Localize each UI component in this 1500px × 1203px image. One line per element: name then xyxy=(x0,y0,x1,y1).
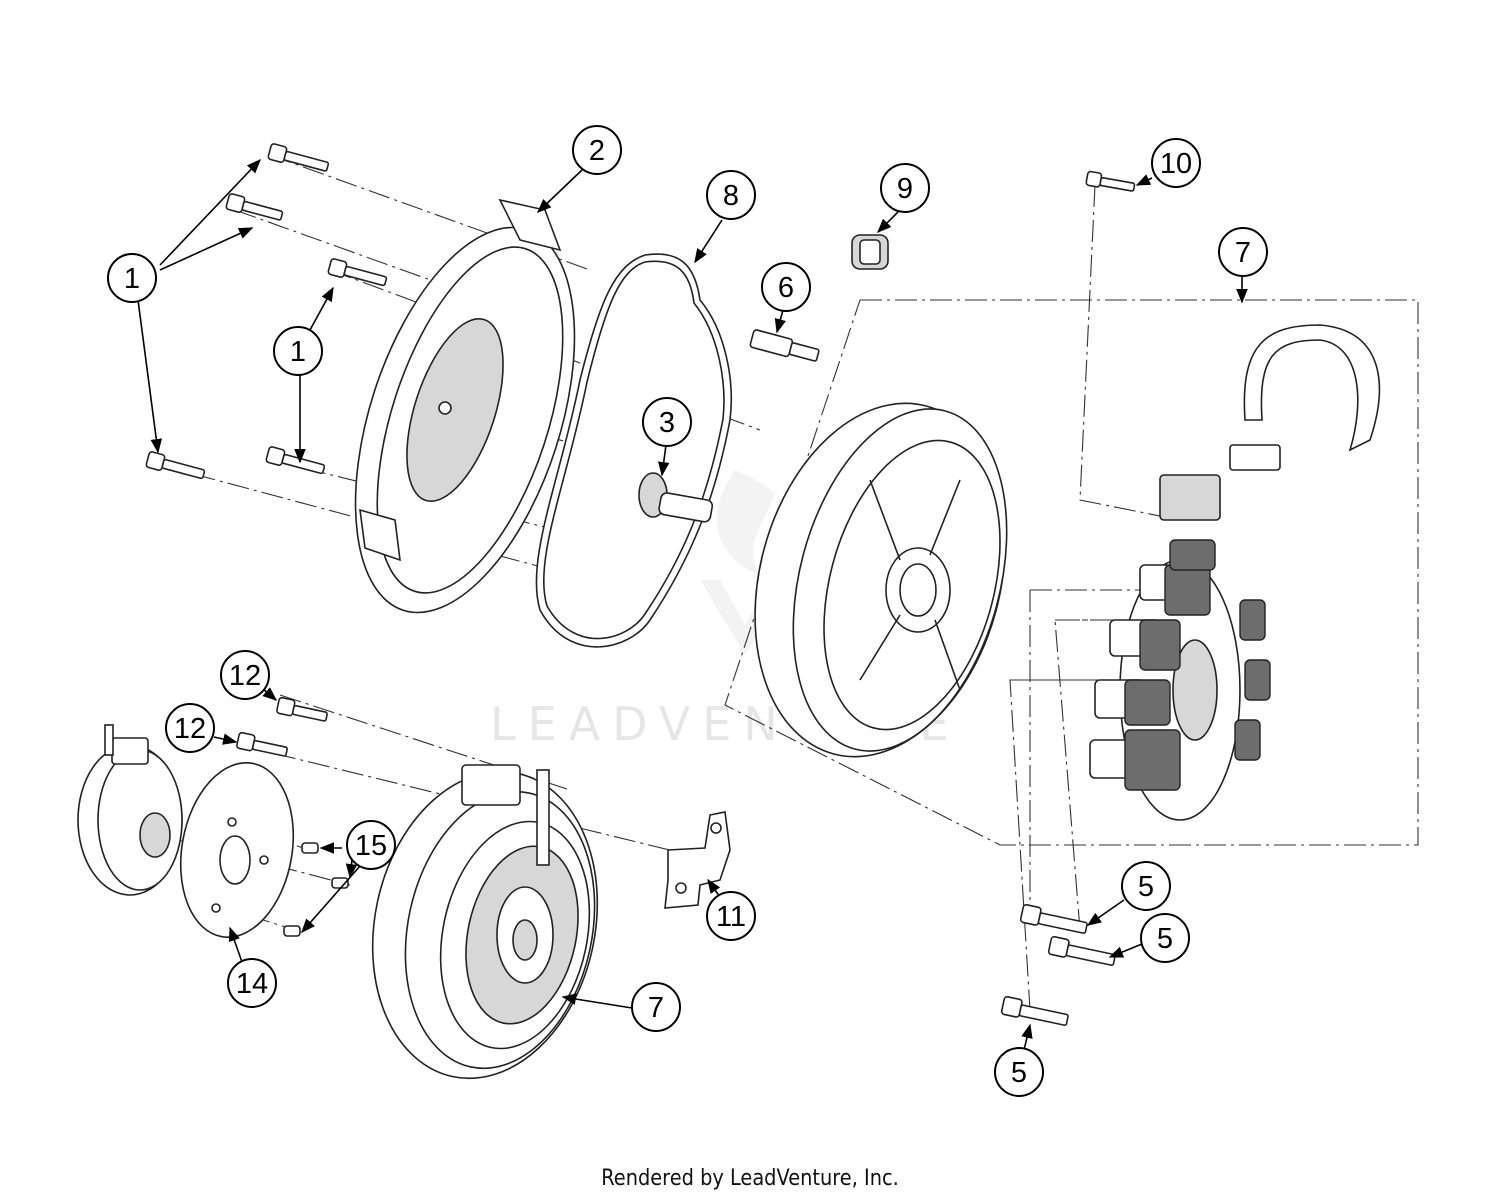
bolt-part-10 xyxy=(1085,170,1136,192)
footer-credit: Rendered by LeadVenture, Inc. xyxy=(601,1166,899,1191)
svg-text:6: 6 xyxy=(778,272,794,304)
callout-14: 14 xyxy=(227,958,277,1008)
svg-text:10: 10 xyxy=(1160,148,1192,180)
pin-part-3 xyxy=(638,472,714,523)
svg-text:12: 12 xyxy=(174,713,206,745)
callout-5a: 5 xyxy=(1121,861,1171,911)
bolt-part-5 xyxy=(1000,903,1116,1026)
callout-9: 9 xyxy=(880,163,930,213)
callout-1b: 1 xyxy=(273,326,323,376)
screw-part-15 xyxy=(283,842,349,937)
callout-6: 6 xyxy=(761,262,811,312)
svg-text:1: 1 xyxy=(290,336,306,368)
stator-cover-part-2 xyxy=(354,198,576,614)
svg-text:2: 2 xyxy=(589,135,605,167)
svg-text:7: 7 xyxy=(1235,237,1251,269)
pickup-assembly xyxy=(77,724,183,896)
bracket-part-11 xyxy=(664,811,731,909)
callout-12a: 12 xyxy=(220,650,270,700)
bolt-part-1 xyxy=(145,143,388,480)
svg-text:7: 7 xyxy=(648,992,664,1024)
svg-text:1: 1 xyxy=(124,263,140,295)
leader-lines xyxy=(137,158,1248,1051)
svg-text:5: 5 xyxy=(1011,1057,1027,1089)
stator-lower-part-7 xyxy=(371,764,599,1080)
clip-part-9 xyxy=(851,234,889,270)
svg-text:8: 8 xyxy=(723,180,739,212)
svg-text:14: 14 xyxy=(236,968,268,1000)
gasket-part-8 xyxy=(535,253,733,648)
stator-pole-blocks xyxy=(1089,539,1271,791)
callout-15: 15 xyxy=(346,820,396,870)
svg-text:9: 9 xyxy=(897,173,913,205)
callout-2: 2 xyxy=(572,125,622,175)
callout-1a: 1 xyxy=(107,253,157,303)
callout-11: 11 xyxy=(706,891,756,941)
svg-text:15: 15 xyxy=(355,830,387,862)
svg-text:12: 12 xyxy=(229,660,261,692)
flywheel xyxy=(754,402,1008,758)
bolt-part-12 xyxy=(236,696,328,757)
callout-5c: 5 xyxy=(994,1047,1044,1097)
svg-text:11: 11 xyxy=(716,901,746,933)
callout-5b: 5 xyxy=(1140,913,1190,963)
svg-text:5: 5 xyxy=(1157,923,1173,955)
svg-text:5: 5 xyxy=(1138,871,1154,903)
callout-7-upper: 7 xyxy=(1218,227,1268,277)
callout-7-lower: 7 xyxy=(631,982,681,1032)
callout-8: 8 xyxy=(706,170,756,220)
svg-text:3: 3 xyxy=(659,407,675,439)
callout-10: 10 xyxy=(1151,138,1201,188)
callout-12b: 12 xyxy=(165,703,215,753)
callout-3: 3 xyxy=(642,397,692,447)
dowel-part-6 xyxy=(749,329,820,362)
stator-upper-part-7 xyxy=(1089,324,1381,821)
plate-part-14 xyxy=(179,762,295,938)
